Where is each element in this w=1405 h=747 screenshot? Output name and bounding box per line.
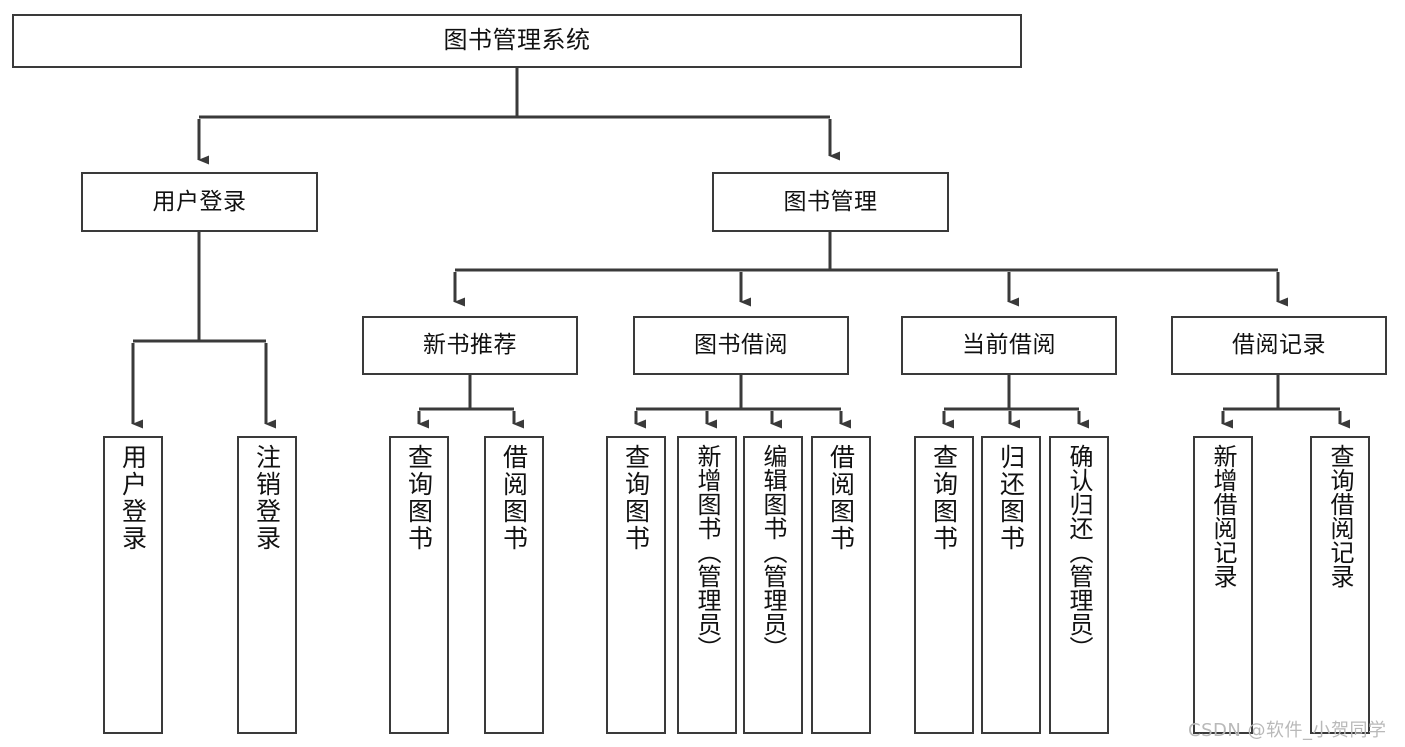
node-label: 查询图书 [929,444,959,552]
node-return-book[interactable]: 归还图书 [981,436,1041,734]
node-label: 图书借阅 [694,332,788,359]
node-current-borrow[interactable]: 当前借阅 [901,316,1117,375]
node-logout-leaf[interactable]: 注销登录 [237,436,297,734]
node-borrow-book-recommend[interactable]: 借阅图书 [484,436,544,734]
node-edit-book-admin[interactable]: 编辑图书（管理员） [743,436,803,734]
node-label: 图书管理系统 [443,26,591,55]
node-query-book-current[interactable]: 查询图书 [914,436,974,734]
node-label: 借阅图书 [499,444,529,552]
csdn-watermark: CSDN @软件_小贺同学 [1188,720,1387,741]
node-add-book-admin[interactable]: 新增图书（管理员） [677,436,737,734]
node-label: 注销登录 [252,444,282,552]
node-label: 新增图书（管理员） [693,444,721,660]
node-borrow-record[interactable]: 借阅记录 [1171,316,1387,375]
node-query-borrow-record[interactable]: 查询借阅记录 [1310,436,1370,734]
node-query-book-recommend[interactable]: 查询图书 [389,436,449,734]
node-add-borrow-record[interactable]: 新增借阅记录 [1193,436,1253,734]
node-label: 图书管理 [783,188,878,215]
node-user-login[interactable]: 用户登录 [81,172,318,232]
node-label: 借阅图书 [826,444,856,552]
node-book-management-system[interactable]: 图书管理系统 [12,14,1022,68]
node-label: 当前借阅 [962,332,1056,359]
node-label: 查询图书 [621,444,651,552]
node-label: 查询借阅记录 [1326,444,1354,588]
node-label: 查询图书 [404,444,434,552]
node-book-management[interactable]: 图书管理 [712,172,949,232]
node-new-book-recommend[interactable]: 新书推荐 [362,316,578,375]
node-book-borrow[interactable]: 图书借阅 [633,316,849,375]
node-label: 借阅记录 [1232,332,1326,359]
node-borrow-book-borrow[interactable]: 借阅图书 [811,436,871,734]
node-label: 用户登录 [152,188,247,215]
node-label: 归还图书 [996,444,1026,552]
node-confirm-return-admin[interactable]: 确认归还（管理员） [1049,436,1109,734]
node-label: 确认归还（管理员） [1065,444,1093,660]
node-label: 新增借阅记录 [1209,444,1237,588]
node-label: 编辑图书（管理员） [759,444,787,660]
node-label: 新书推荐 [423,332,517,359]
node-label: 用户登录 [118,444,148,552]
node-query-book-borrow[interactable]: 查询图书 [606,436,666,734]
node-user-login-leaf[interactable]: 用户登录 [103,436,163,734]
